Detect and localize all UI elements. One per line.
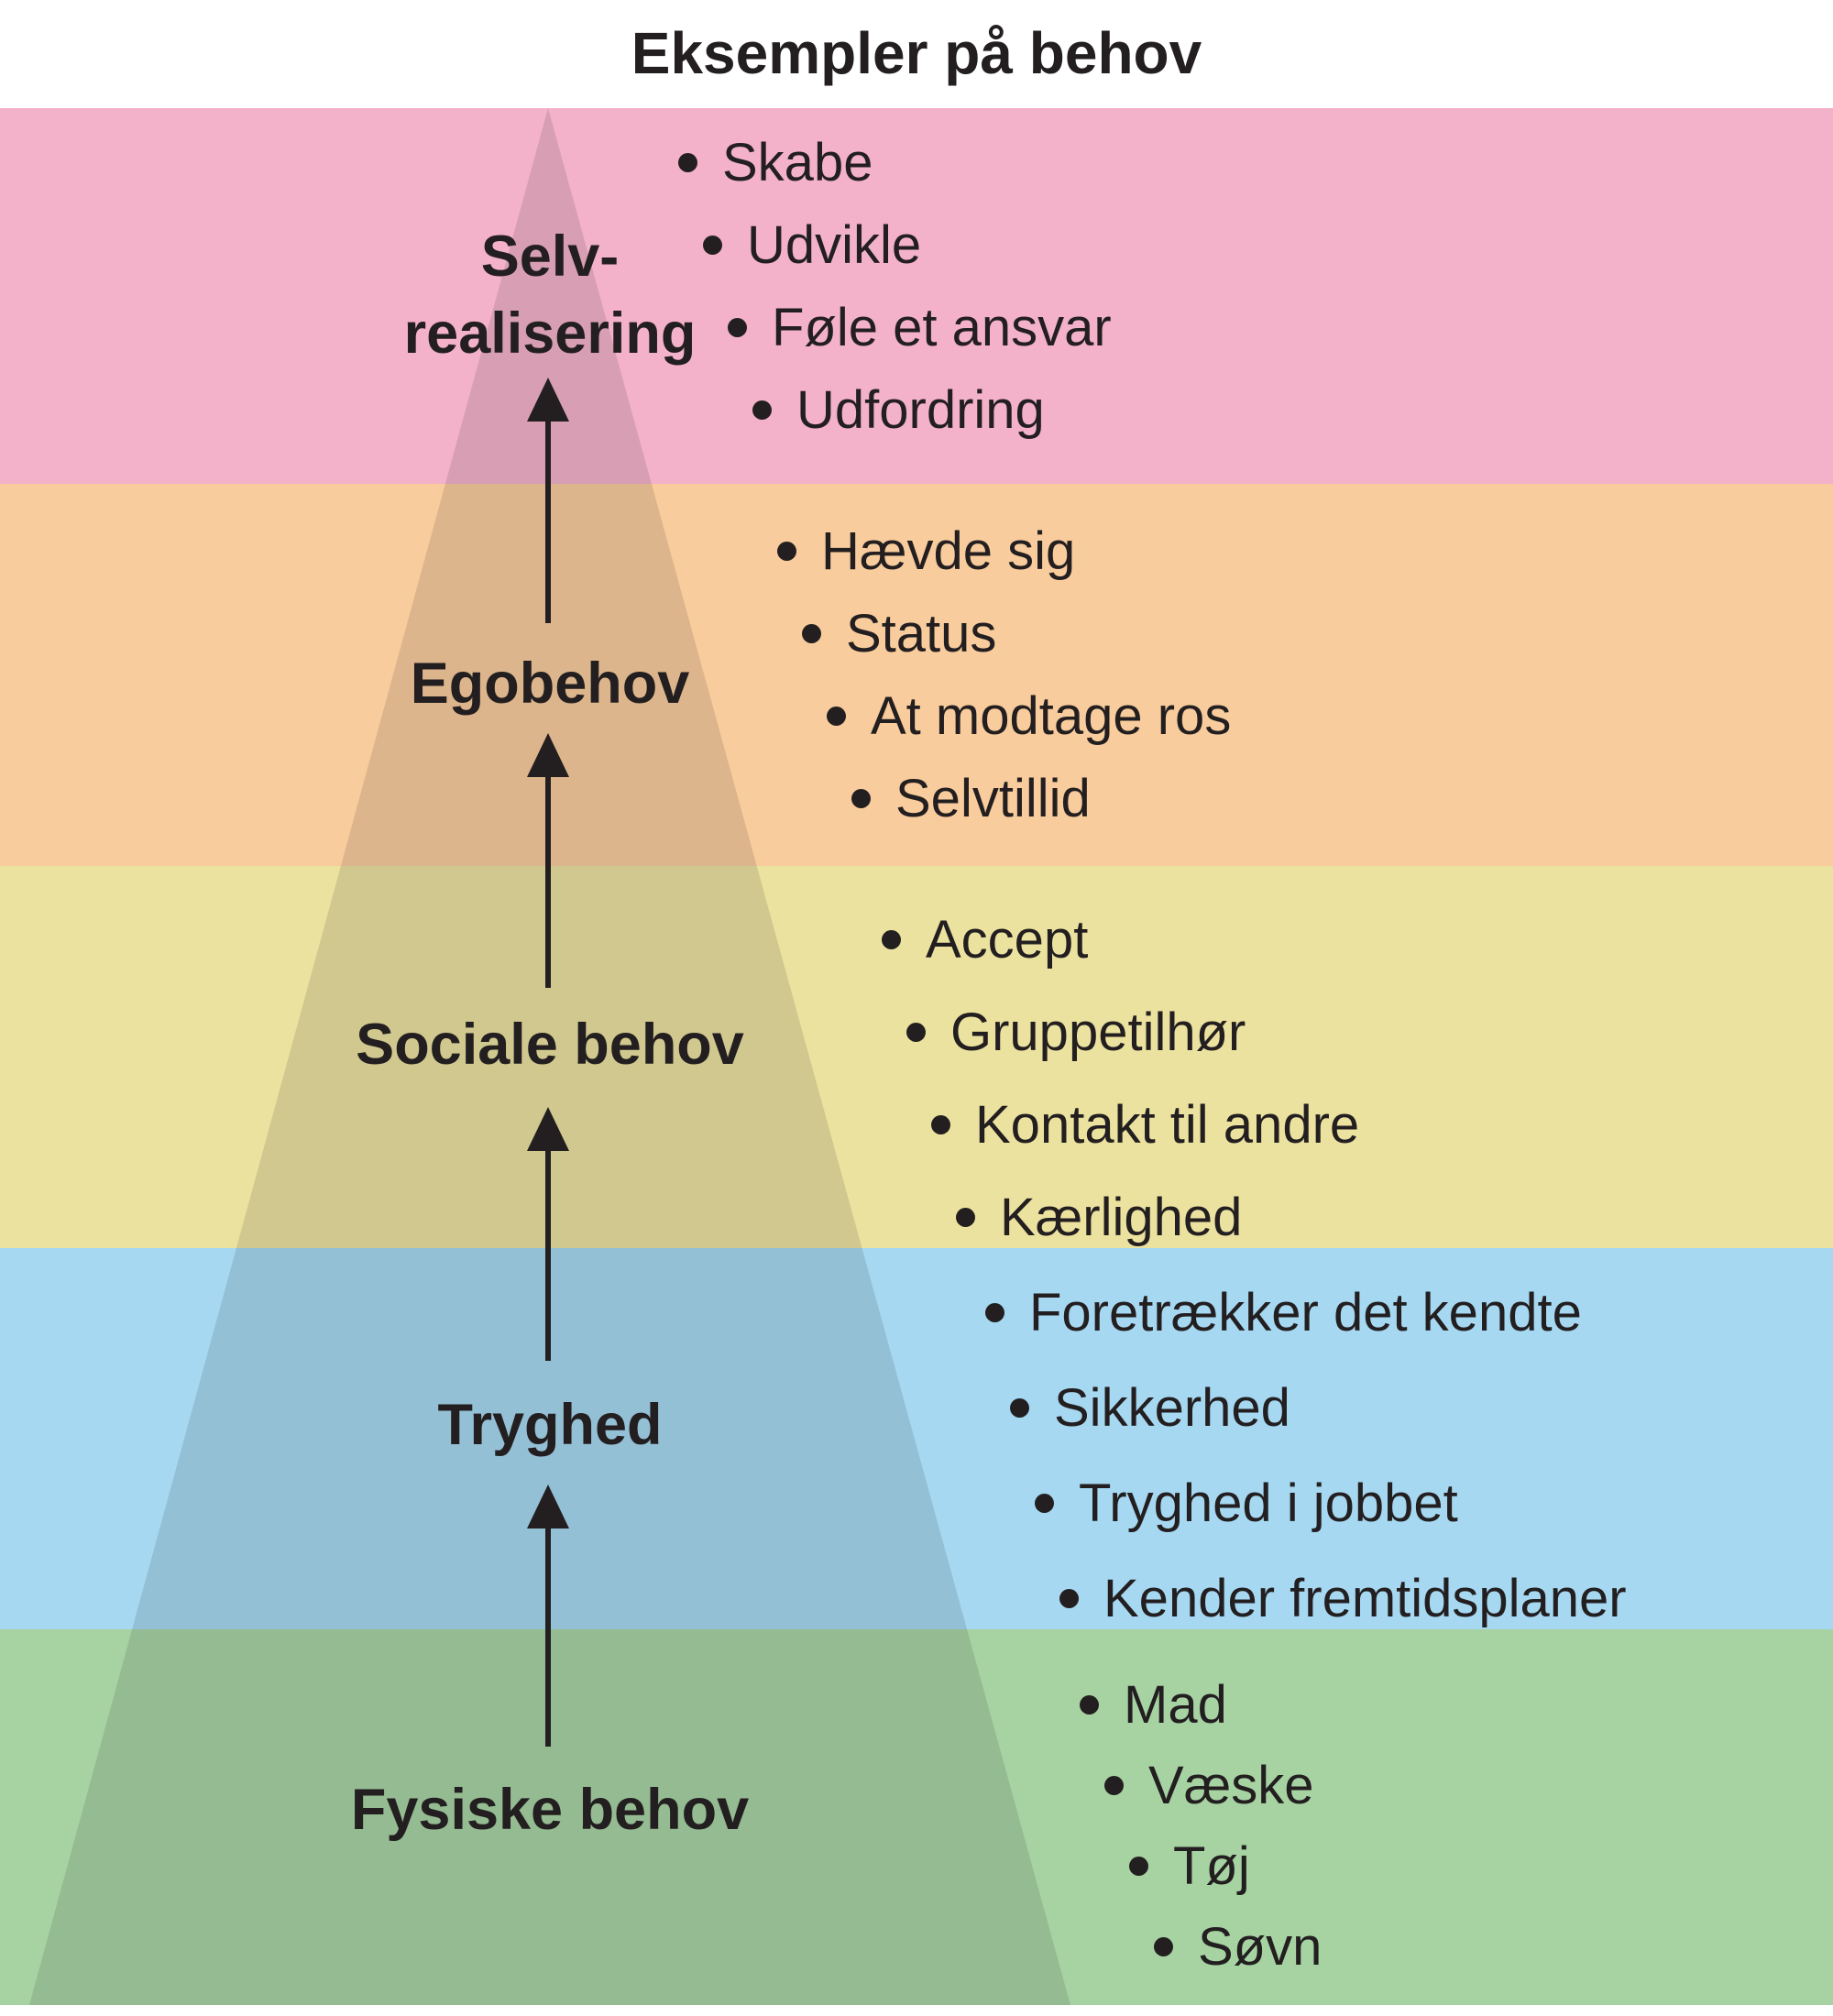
bullet-item: Søvn <box>1154 1906 1322 1987</box>
band-egobehov <box>0 484 1833 866</box>
bullet-text: Udfordring <box>796 379 1045 440</box>
bullet-list-fysiske-behov: Mad Væske Tøj Søvn <box>1080 1664 1322 1987</box>
bullet-dot <box>956 1208 975 1227</box>
bullet-list-selvrealisering: Skabe Udvikle Føle et ansvar Udfordring <box>678 121 1112 451</box>
arrowhead-icon <box>527 733 569 777</box>
band-fysiske-behov <box>0 1629 1833 2005</box>
bullet-dot <box>1154 1936 1173 1956</box>
band-tryghed <box>0 1248 1833 1629</box>
bullet-dot <box>985 1302 1004 1322</box>
bullet-item: Kender fremtidsplaner <box>1059 1550 1627 1646</box>
bullet-dot <box>882 930 901 949</box>
arrowhead-icon <box>527 378 569 422</box>
level-label-tryghed: Tryghed <box>437 1393 663 1457</box>
band-selvrealisering <box>0 108 1833 484</box>
bullet-dot <box>703 235 722 255</box>
bullet-text: Foretrækker det kendte <box>1029 1282 1582 1342</box>
bullet-dot <box>906 1023 926 1042</box>
bullet-text: Udvikle <box>747 214 922 275</box>
arrowhead-shape <box>527 378 569 422</box>
bullet-item: Mad <box>1080 1664 1322 1745</box>
bullet-text: Tryghed i jobbet <box>1079 1473 1458 1533</box>
bullet-dot <box>802 623 821 643</box>
bullet-item: Accept <box>882 893 1359 986</box>
bullet-item: At modtage ros <box>827 674 1231 757</box>
bullet-dot <box>1010 1397 1029 1418</box>
bullet-item: Sikkerhed <box>1010 1360 1627 1455</box>
bullet-item: Føle et ansvar <box>728 286 1112 368</box>
bullet-text: Status <box>846 603 997 663</box>
bullet-list-egobehov: Hævde sig Status At modtage ros Selvtill… <box>777 509 1231 839</box>
up-arrow-icon <box>527 378 569 623</box>
bullet-text: Tøj <box>1173 1835 1250 1896</box>
bullet-text: Kender fremtidsplaner <box>1103 1568 1627 1628</box>
bullet-list-sociale-behov: Accept Gruppetilhør Kontakt til andre Kæ… <box>882 893 1359 1264</box>
bullet-dot <box>752 400 772 420</box>
up-arrow-icon <box>527 733 569 988</box>
bullet-dot <box>1129 1856 1148 1876</box>
arrow-shaft <box>545 1528 551 1747</box>
arrowhead-shape <box>527 733 569 777</box>
bullet-item: Kontakt til andre <box>931 1079 1359 1171</box>
bullet-text: Kontakt til andre <box>975 1095 1360 1155</box>
bullet-item: Skabe <box>678 121 1112 203</box>
level-label-sociale-behov: Sociale behov <box>356 1013 744 1077</box>
bullet-text: Føle et ansvar <box>772 297 1112 357</box>
bullet-item: Udfordring <box>752 368 1112 451</box>
bullet-text: Kærlighed <box>1000 1188 1243 1247</box>
bullet-item: Kærlighed <box>956 1171 1359 1264</box>
level-label-egobehov: Egobehov <box>410 652 690 716</box>
bullet-dot <box>678 152 697 172</box>
bullet-item: Hævde sig <box>777 509 1231 592</box>
arrowhead-shape <box>527 1485 569 1528</box>
level-label-line: Selv- <box>480 225 620 289</box>
bullet-text: Mad <box>1124 1674 1227 1735</box>
bullet-dot <box>1035 1493 1054 1513</box>
level-label-line: realisering <box>403 301 697 366</box>
bullet-item: Tryghed i jobbet <box>1035 1455 1627 1550</box>
up-arrow-icon <box>527 1485 569 1747</box>
arrow-shaft <box>545 777 551 988</box>
bullet-text: Søvn <box>1198 1916 1323 1977</box>
bullet-item: Status <box>802 592 1231 674</box>
up-arrow-icon <box>527 1107 569 1361</box>
level-label-selvrealisering: Selv- realisering <box>404 218 697 372</box>
bullet-dot <box>1080 1694 1099 1715</box>
arrowhead-shape <box>527 1107 569 1151</box>
bullet-item: Foretrækker det kendte <box>985 1265 1627 1360</box>
band-sociale-behov <box>0 866 1833 1248</box>
bullet-dot <box>851 788 871 808</box>
bullet-item: Væske <box>1104 1745 1322 1825</box>
level-label-fysiske-behov: Fysiske behov <box>350 1778 750 1842</box>
bullet-text: Skabe <box>722 132 873 192</box>
arrowhead-icon <box>527 1485 569 1528</box>
bullet-item: Udvikle <box>703 203 1112 286</box>
bullet-text: Accept <box>926 910 1089 970</box>
bullet-text: Sikkerhed <box>1054 1377 1290 1438</box>
arrowhead-icon <box>527 1107 569 1151</box>
bullet-text: Væske <box>1148 1755 1314 1815</box>
bullet-item: Selvtillid <box>851 757 1231 839</box>
bullet-dot <box>1104 1775 1124 1795</box>
bullet-item: Gruppetilhør <box>906 986 1359 1079</box>
bullet-text: At modtage ros <box>871 685 1232 746</box>
arrow-shaft <box>545 422 551 623</box>
bullet-dot <box>931 1115 950 1134</box>
bullet-list-tryghed: Foretrækker det kendte Sikkerhed Tryghed… <box>985 1265 1627 1646</box>
bullet-dot <box>777 541 796 561</box>
bullet-text: Gruppetilhør <box>950 1003 1246 1062</box>
bullet-dot <box>1059 1588 1079 1608</box>
bullet-item: Tøj <box>1129 1825 1322 1906</box>
arrow-shaft <box>545 1151 551 1361</box>
bullet-dot <box>728 317 747 337</box>
bullet-text: Hævde sig <box>821 520 1076 581</box>
bullet-text: Selvtillid <box>895 768 1091 828</box>
bullet-dot <box>827 706 846 726</box>
page-title: Eksempler på behov <box>631 20 1202 86</box>
